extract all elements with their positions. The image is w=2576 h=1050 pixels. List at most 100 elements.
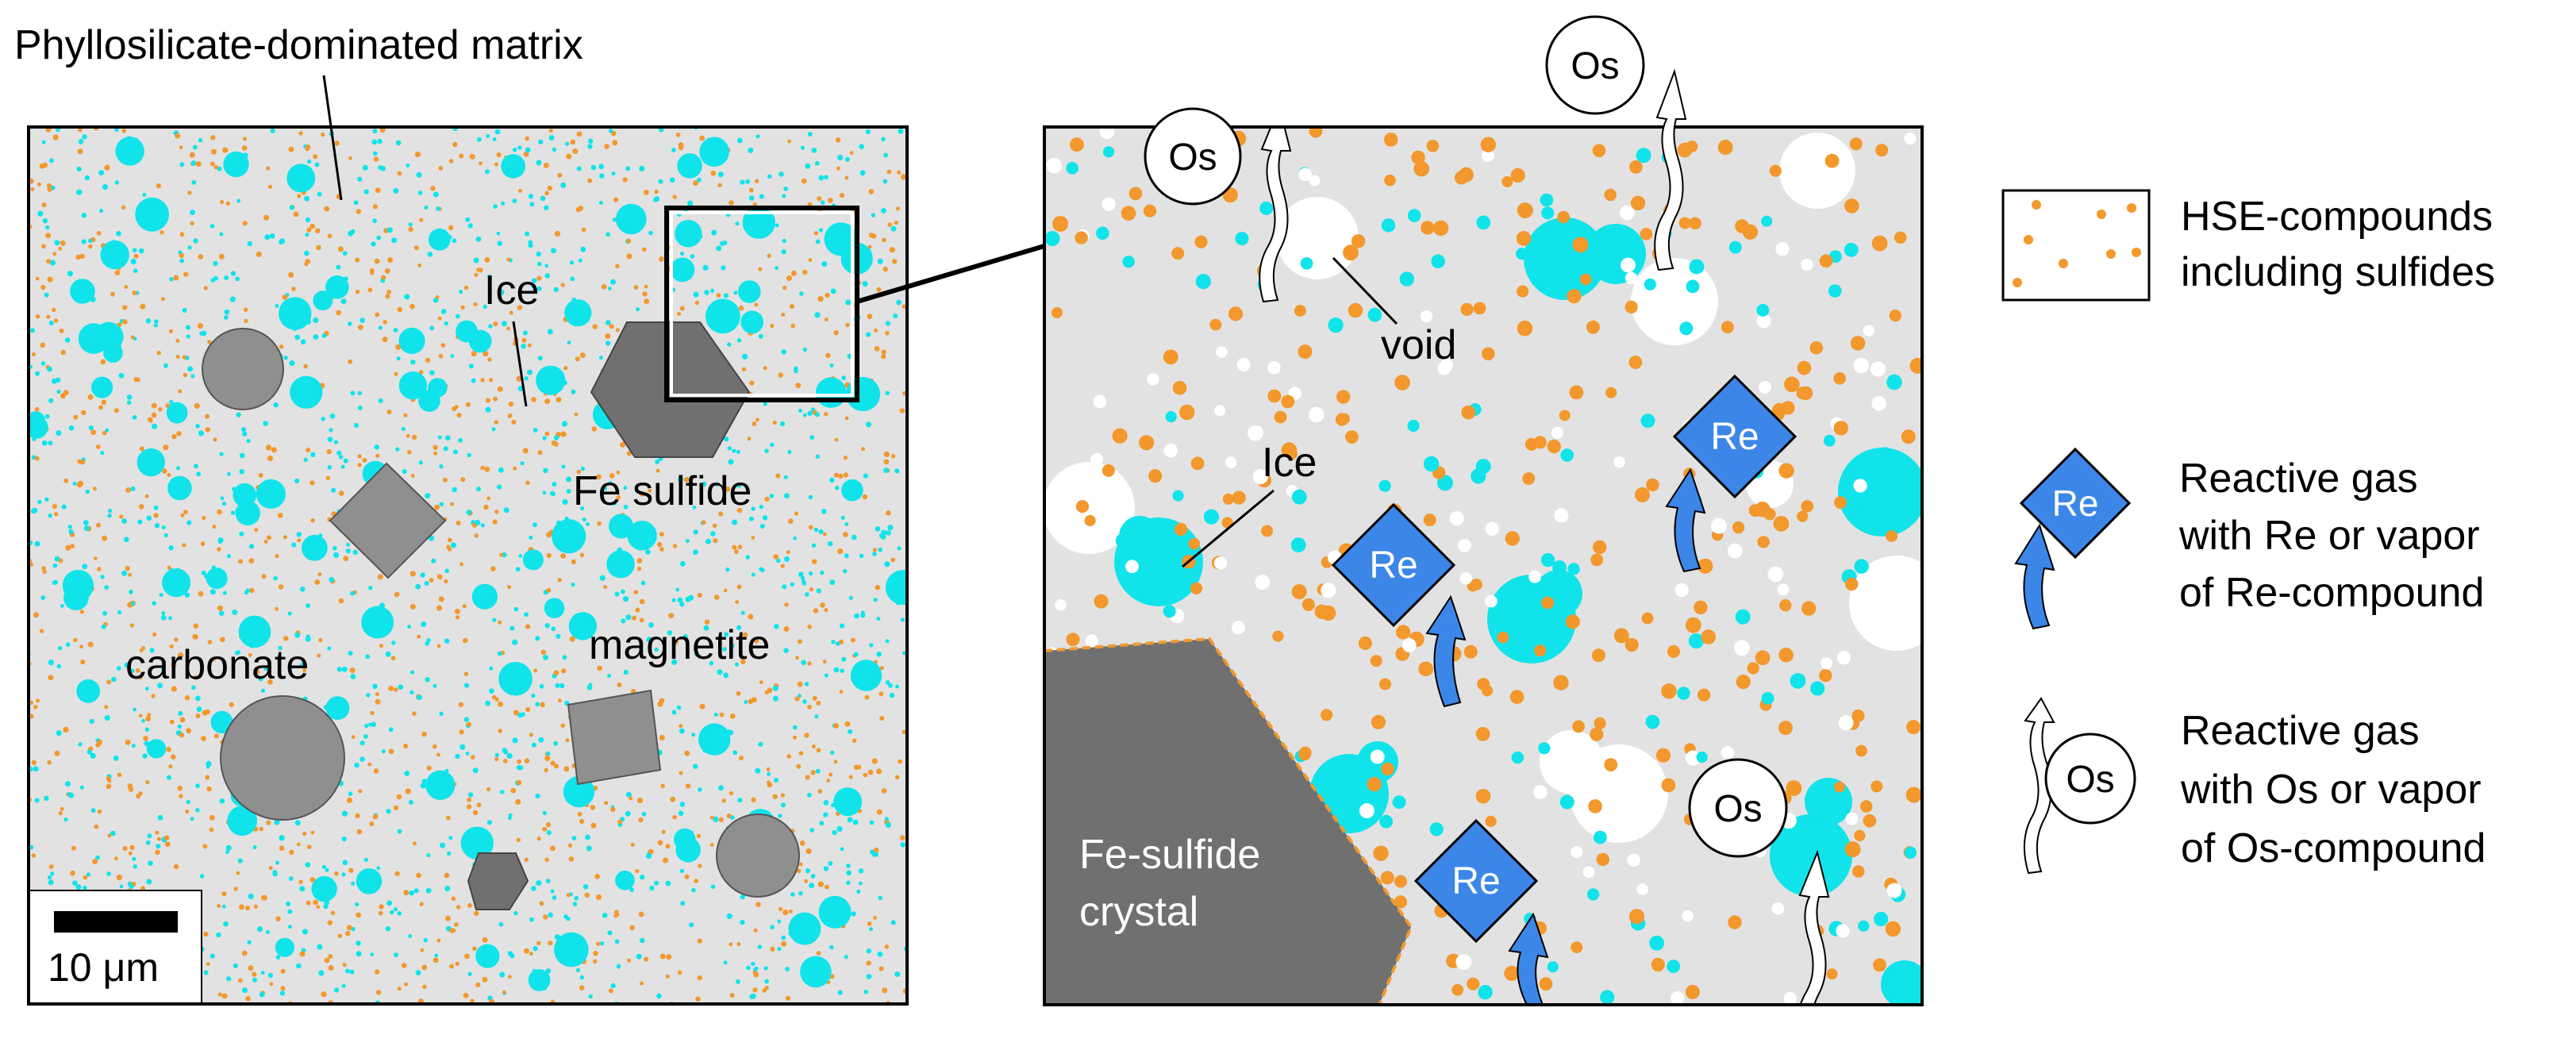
matrix-speck [548,135,555,141]
matrix-speck [469,153,475,160]
matrix-speck [114,180,119,185]
matrix-speck [487,274,492,279]
matrix-speck [401,426,406,432]
matrix-speck [480,465,485,471]
matrix-speck [76,482,83,488]
matrix-speck [113,408,119,413]
matrix-speck [783,475,788,479]
matrix-speck [801,575,805,581]
matrix-speck [824,412,829,417]
matrix-speck [666,954,672,960]
matrix-speck [798,862,803,867]
matrix-speck [373,151,378,156]
matrix-speck [93,556,98,560]
matrix-speck [800,145,805,150]
matrix-speck [349,667,356,673]
matrix-speck [849,151,854,156]
matrix-speck [47,760,52,765]
matrix-speck [717,183,722,188]
matrix-speck [772,794,778,799]
matrix-speck [78,139,84,144]
matrix-speck [248,652,252,657]
matrix-speck [721,265,726,271]
matrix-speck [543,467,548,473]
matrix-speck [229,702,234,708]
matrix-speck [716,293,721,298]
matrix-speck [536,837,541,841]
hse-dot [1644,278,1656,290]
matrix-speck [815,239,821,244]
matrix-speck [755,179,759,183]
matrix-speck [642,291,648,297]
matrix-speck [173,863,179,870]
matrix-speck [324,957,330,963]
matrix-speck [175,355,180,359]
ice-label-right: Ice [1262,440,1317,486]
matrix-speck [155,830,160,835]
matrix-speck [47,875,52,880]
matrix-speck [356,912,361,918]
hse-dot [1328,317,1344,333]
matrix-speck [571,389,576,394]
matrix-speck [863,772,868,778]
matrix-speck [35,276,40,281]
matrix-speck [435,295,440,299]
hse-dot [1797,510,1809,522]
hse-dot [1711,517,1727,534]
hse-dot [1667,960,1681,973]
matrix-speck [166,747,171,752]
matrix-speck [538,737,544,743]
matrix-speck [241,950,248,956]
hse-dot [1878,447,1892,460]
hse-dot [1139,435,1155,451]
hse-dot [1094,594,1109,609]
matrix-speck [829,944,834,950]
matrix-speck [200,541,206,547]
void [1276,197,1359,279]
matrix-speck [348,156,352,160]
matrix-speck [669,177,675,183]
matrix-speck [305,862,311,867]
matrix-speck [403,413,408,417]
matrix-speck [764,979,769,984]
ice-grain [223,151,249,178]
hse-dot [1767,566,1784,583]
matrix-speck [459,153,464,159]
matrix-speck [39,629,44,633]
matrix-speck [551,626,556,632]
matrix-speck [60,349,66,356]
matrix-speck [407,625,411,629]
matrix-speck [240,427,246,433]
matrix-speck [617,819,623,825]
matrix-speck [378,398,383,403]
matrix-speck [67,525,73,529]
matrix-speck [656,468,660,473]
hse-dot [1661,778,1676,793]
matrix-speck [527,369,533,375]
hse-dot [1905,787,1922,803]
ice-grain [398,371,428,400]
matrix-speck [168,545,174,551]
matrix-speck [191,180,197,185]
matrix-speck [582,884,589,890]
matrix-speck [540,195,546,202]
ice-grain [235,500,260,526]
matrix-speck [186,334,190,339]
matrix-speck [242,431,248,437]
matrix-speck [821,261,828,267]
hse-dot [1590,727,1604,741]
matrix-speck [482,976,488,983]
matrix-speck [616,494,621,500]
matrix-speck [248,558,255,563]
hse-dot [1679,321,1694,336]
matrix-speck [459,744,466,750]
hse-dot [1298,748,1311,761]
matrix-speck [217,166,222,171]
matrix-speck [805,848,812,855]
matrix-speck [802,413,807,417]
hse-dot [1321,709,1333,721]
matrix-speck [486,496,490,501]
matrix-speck [233,887,238,891]
matrix-speck [748,147,754,153]
